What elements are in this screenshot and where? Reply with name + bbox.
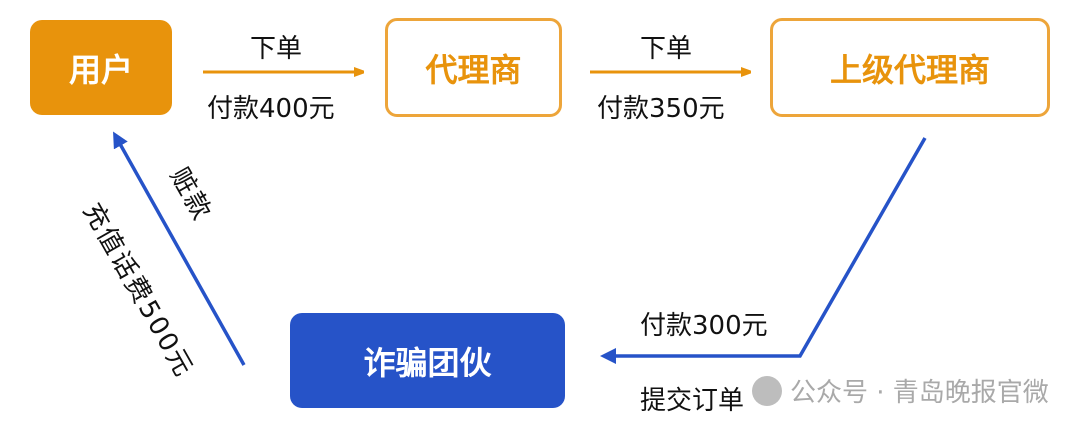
- node-fraud-gang: 诈骗团伙: [290, 313, 565, 408]
- edge-label-order-2: 下单: [640, 34, 693, 64]
- edge-label-pay-400: 付款400元: [207, 94, 335, 124]
- edge-label-order-1: 下单: [250, 34, 303, 64]
- watermark-text: 公众号 · 青岛晚报官微: [790, 378, 1049, 408]
- node-agent: 代理商: [385, 18, 562, 117]
- node-upper-agent: 上级代理商: [770, 18, 1050, 117]
- edge-label-pay-300: 付款300元: [640, 311, 768, 341]
- edge-label-submit-order: 提交订单: [640, 386, 745, 416]
- node-user: 用户: [30, 20, 172, 115]
- arrow-upper-to-gang: [600, 137, 927, 364]
- arrow-gang-to-user: [113, 131, 246, 366]
- wechat-icon: [752, 375, 782, 406]
- edge-label-pay-350: 付款350元: [597, 94, 725, 124]
- watermark: 公众号 · 青岛晚报官微: [752, 372, 1049, 409]
